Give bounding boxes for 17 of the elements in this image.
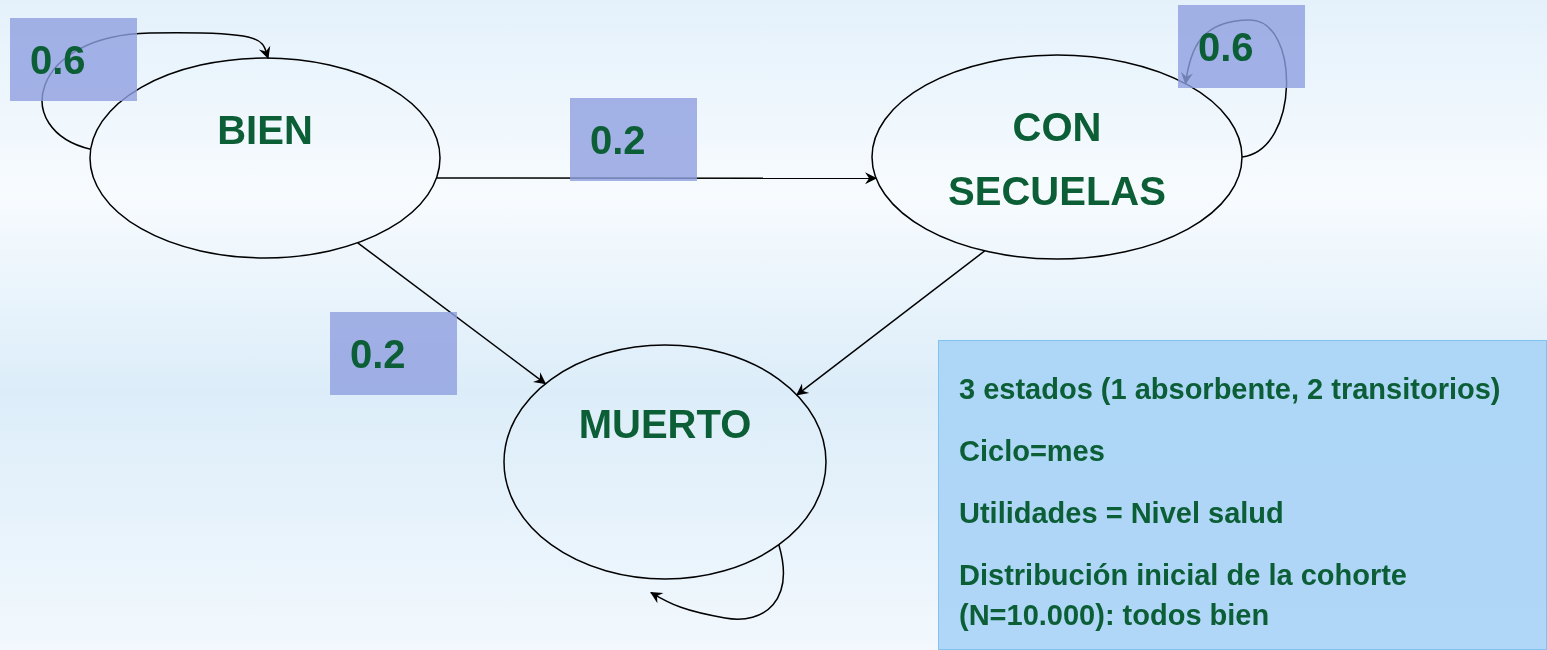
transition-arrow <box>357 242 547 385</box>
state-name: MUERTO <box>578 401 752 448</box>
transition-arrow <box>650 544 784 620</box>
info-text: Distribución inicial de la cohorte (N=10.000): todos bien <box>959 558 1408 633</box>
probability-label: 0.6 <box>10 18 137 101</box>
info-text: Utilidades = Nivel salud <box>959 496 1285 531</box>
state-name: CON SECUELAS <box>947 104 1167 215</box>
state-ellipse <box>503 344 827 580</box>
transition-arrow <box>796 250 986 396</box>
state-name: BIEN <box>217 107 313 154</box>
state-ellipse <box>89 57 441 259</box>
info-panel <box>938 340 1547 650</box>
probability-label: 0.6 <box>1178 5 1305 88</box>
probability-label: 0.2 <box>570 98 697 181</box>
probability-label: 0.2 <box>330 312 457 395</box>
info-text: 3 estados (1 absorbente, 2 transitorios) <box>959 372 1502 407</box>
info-text: Ciclo=mes <box>959 434 1106 469</box>
